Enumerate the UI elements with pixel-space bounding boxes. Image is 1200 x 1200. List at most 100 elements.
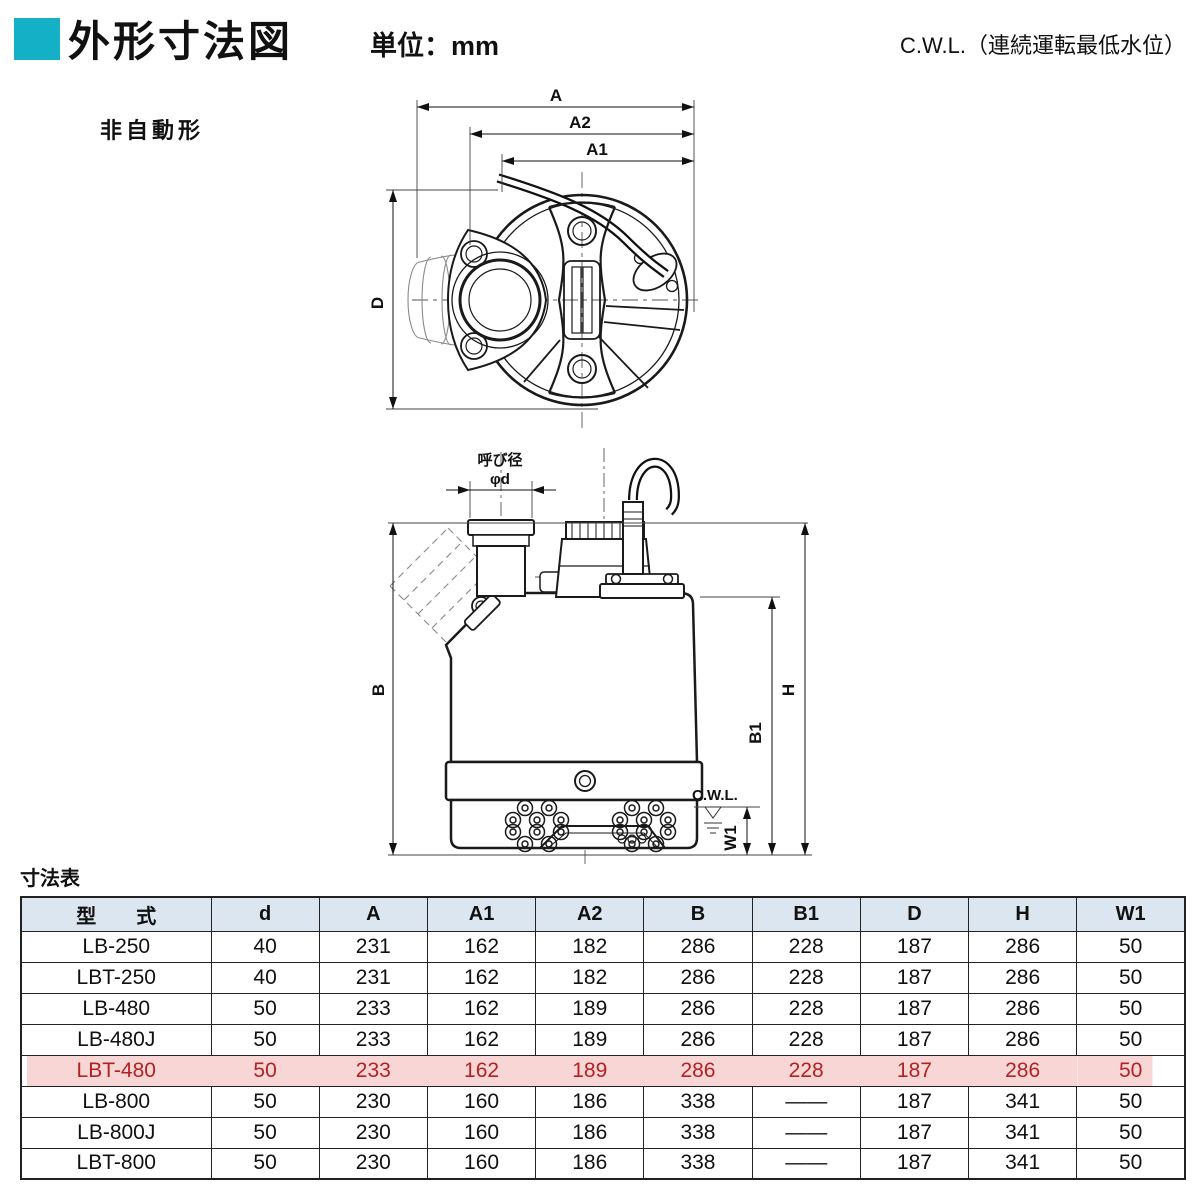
water-level-icon — [704, 806, 722, 834]
pump-top-view — [407, 172, 702, 432]
value-cell: 160 — [426, 1085, 537, 1118]
value-cell: 230 — [318, 1085, 428, 1118]
value-cell: 50 — [1076, 1116, 1186, 1149]
model-cell: LB-800 — [20, 1085, 212, 1118]
value-cell: 230 — [318, 1116, 428, 1149]
value-cell: 182 — [535, 961, 645, 994]
model-cell: LB-480J — [20, 1023, 212, 1056]
value-cell: 50 — [1076, 1023, 1186, 1056]
value-cell: 187 — [859, 1085, 970, 1118]
dim-label-b1: B1 — [746, 722, 765, 744]
value-cell: —— — [751, 1116, 861, 1149]
col-header-a1: A1 — [426, 896, 537, 932]
value-cell: 160 — [426, 1116, 537, 1149]
model-cell: LB-480 — [20, 992, 212, 1025]
dim-label-b: B — [369, 684, 388, 696]
col-header-h: H — [968, 896, 1078, 932]
value-cell: 50 — [210, 992, 320, 1025]
page-title: 外形寸法図 — [68, 18, 294, 65]
value-cell: 50 — [1076, 1085, 1186, 1118]
value-cell: 186 — [535, 1116, 645, 1149]
value-cell: 286 — [643, 961, 753, 994]
col-header-a2: A2 — [535, 896, 645, 932]
value-cell: 230 — [318, 1147, 428, 1180]
value-cell: 162 — [426, 930, 537, 963]
value-cell: 338 — [643, 1116, 753, 1149]
value-cell: 50 — [1076, 1147, 1186, 1180]
value-cell: 50 — [1076, 961, 1186, 994]
pump-side-view — [389, 448, 704, 868]
value-cell: 338 — [643, 1085, 753, 1118]
value-cell: 50 — [210, 1116, 320, 1149]
value-cell: 286 — [968, 1023, 1078, 1056]
dim-label-a1: A1 — [586, 140, 608, 159]
dim-label-h: H — [779, 684, 798, 696]
accent-square-icon — [14, 18, 60, 60]
value-cell: 162 — [426, 1023, 537, 1056]
value-cell: —— — [751, 1147, 861, 1180]
model-cell: LBT-250 — [20, 961, 212, 994]
side-view-dimensions: 呼び径 φd C.W.L. B H B1 W1 — [369, 451, 812, 856]
value-cell: 189 — [535, 1054, 645, 1087]
value-cell: 182 — [535, 930, 645, 963]
table-caption: 寸法表 — [20, 868, 80, 890]
value-cell: 341 — [968, 1116, 1078, 1149]
value-cell: 286 — [968, 992, 1078, 1025]
value-cell: 286 — [968, 1054, 1078, 1087]
value-cell: 50 — [1076, 992, 1186, 1025]
value-cell: 228 — [751, 930, 861, 963]
value-cell: 341 — [968, 1085, 1078, 1118]
model-cell: LBT-800 — [20, 1147, 212, 1180]
value-cell: 189 — [535, 1023, 645, 1056]
value-cell: 286 — [968, 930, 1078, 963]
value-cell: 187 — [859, 992, 970, 1025]
value-cell: 162 — [426, 992, 537, 1025]
discharge-port — [467, 519, 535, 597]
model-cell: LB-250 — [20, 930, 212, 963]
top-view-dimensions: A A2 A1 D — [368, 86, 695, 410]
dim-label-a2: A2 — [569, 113, 591, 132]
dimension-table-section: 寸法表 型 式 d A A1 A2 B B1 D H W1 LB- — [20, 862, 1186, 1180]
col-header-model: 型 式 — [20, 896, 212, 932]
value-cell: 231 — [318, 930, 428, 963]
unit-label: 単位：mm — [370, 31, 500, 61]
value-cell: 286 — [643, 930, 753, 963]
value-cell: —— — [751, 1085, 861, 1118]
value-cell: 233 — [318, 1054, 428, 1087]
value-cell: 286 — [643, 1023, 753, 1056]
value-cell: 233 — [318, 1023, 428, 1056]
value-cell: 228 — [751, 1023, 861, 1056]
value-cell: 187 — [859, 1054, 970, 1087]
cwl-note: C.W.L.（連続運転最低水位） — [899, 33, 1186, 58]
value-cell: 40 — [210, 930, 320, 963]
value-cell: 186 — [535, 1147, 645, 1180]
value-cell: 228 — [751, 992, 861, 1025]
dim-label-a: A — [550, 86, 562, 105]
value-cell: 50 — [210, 1147, 320, 1180]
col-header-d: d — [210, 896, 320, 932]
value-cell: 228 — [751, 961, 861, 994]
nominal-dia-label: 呼び径 — [477, 451, 522, 469]
handle — [547, 201, 617, 399]
col-header-dd: D — [859, 896, 970, 932]
value-cell: 189 — [535, 992, 645, 1025]
strainer-holes — [504, 799, 677, 853]
col-header-a: A — [318, 896, 428, 932]
value-cell: 341 — [968, 1147, 1078, 1180]
value-cell: 187 — [859, 1147, 970, 1180]
value-cell: 162 — [426, 961, 537, 994]
value-cell: 187 — [859, 1023, 970, 1056]
value-cell: 50 — [210, 1023, 320, 1056]
col-header-w1: W1 — [1076, 896, 1186, 932]
model-cell: LB-800J — [20, 1116, 212, 1149]
col-header-b1: B1 — [751, 896, 861, 932]
table-header-row: 型 式 d A A1 A2 B B1 D H W1 — [20, 896, 1186, 932]
